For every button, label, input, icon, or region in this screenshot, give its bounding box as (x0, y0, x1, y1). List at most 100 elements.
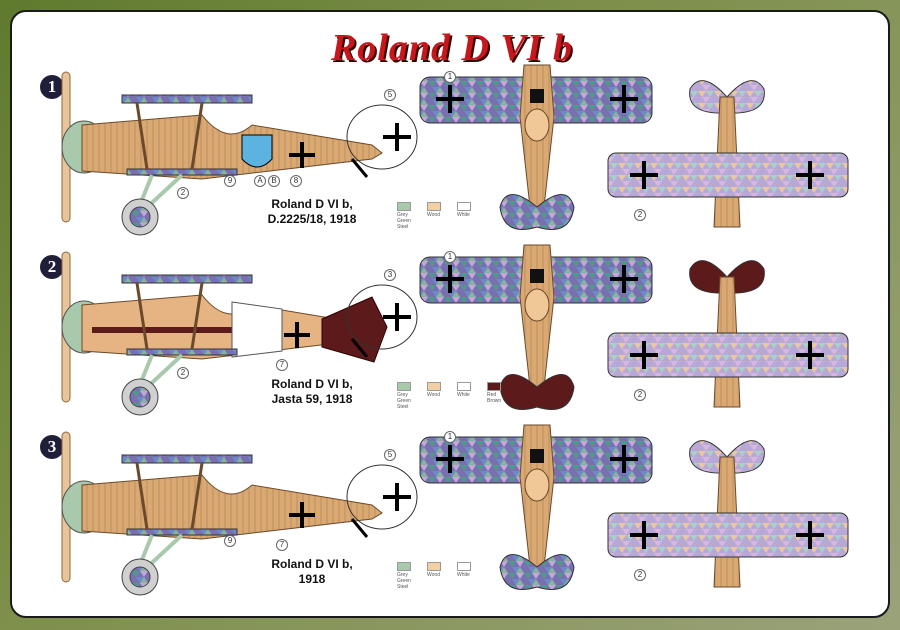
callout-bottom: 2 (634, 569, 646, 581)
upper-wing (121, 94, 253, 104)
bottom-view-2 (607, 260, 849, 408)
bottom-cross-right-v (808, 161, 812, 189)
white-band (231, 301, 283, 358)
upper-wing (121, 274, 253, 284)
legend-label: Grey Green Steel (397, 212, 411, 230)
callout-side_8: 8 (290, 175, 302, 187)
cockpit-opening (524, 108, 550, 142)
lower-wing-bottom (607, 332, 849, 378)
top-view-1 (419, 64, 653, 230)
lower-wing-bottom (607, 152, 849, 198)
lower-wing (126, 528, 238, 536)
bottom-cross-left-v (642, 161, 646, 189)
legend-swatch (457, 562, 471, 571)
legend-item: Wood (427, 202, 449, 230)
tailplane-top (499, 554, 575, 590)
callout-side_b: B (268, 175, 280, 187)
caption-line-2: 1918 (298, 572, 326, 586)
wing-cross-left-v (448, 265, 452, 293)
wheel-hub (129, 566, 151, 588)
cockpit (530, 449, 544, 463)
fin-cross-v (395, 123, 399, 151)
legend-label: White (457, 212, 470, 218)
callout-side_gear: 2 (177, 367, 189, 379)
strut-rear (190, 462, 204, 530)
color-legend-2: Grey Green Steel Wood White Red Brown (397, 382, 509, 410)
legend-swatch (487, 382, 501, 391)
wing-cross-right-v (622, 85, 626, 113)
legend-label: White (457, 392, 470, 398)
fin-outline (346, 104, 418, 170)
wheel-hub (129, 386, 151, 408)
scheme-caption-3: Roland D VI b,1918 (237, 557, 387, 587)
caption-line-1: Roland D VI b, (271, 377, 353, 391)
tail-skid (350, 158, 369, 178)
strut-rear (190, 102, 204, 170)
fuselage-stripe (92, 327, 262, 333)
fin-outline (346, 464, 418, 530)
wing-cross-left-v (448, 85, 452, 113)
legend-swatch (457, 382, 471, 391)
callout-top: 1 (444, 251, 456, 263)
callout-side_fin: 5 (384, 449, 396, 461)
legend-item: White (457, 202, 479, 230)
legend-swatch (397, 202, 411, 211)
tail-red (321, 296, 388, 363)
legend-item: Grey Green Steel (397, 202, 419, 230)
cockpit (530, 89, 544, 103)
tailplane-top (499, 194, 575, 230)
legend-label: Red Brown (487, 392, 502, 404)
legend-label: Grey Green Steel (397, 392, 411, 410)
bottom-cross-left-v (642, 521, 646, 549)
legend-label: Wood (427, 212, 440, 218)
strut-rear (190, 282, 204, 350)
legend-label: Wood (427, 392, 440, 398)
scheme-number-3: 3 (40, 435, 64, 459)
lower-wing-bottom (607, 512, 849, 558)
caption-line-2: Jasta 59, 1918 (271, 392, 353, 406)
strut-front (135, 462, 149, 530)
strut-front (135, 102, 149, 170)
bottom-cross-left-v (642, 341, 646, 369)
scheme-caption-1: Roland D VI b,D.2225/18, 1918 (237, 197, 387, 227)
fin-outline (346, 284, 418, 350)
side-view-2 (61, 251, 418, 416)
wing-cross-right-v (622, 265, 626, 293)
wing-cross-left-v (448, 445, 452, 473)
legend-swatch (457, 202, 471, 211)
bottom-cross-right-v (808, 341, 812, 369)
tail-skid (350, 338, 369, 358)
bottom-view-1 (607, 80, 849, 228)
scheme-caption-2: Roland D VI b,Jasta 59, 1918 (237, 377, 387, 407)
callout-side_fin: 3 (384, 269, 396, 281)
fin-cross-v (395, 483, 399, 511)
legend-swatch (397, 562, 411, 571)
fuselage-cross-v (295, 322, 299, 348)
caption-line-2: D.2225/18, 1918 (267, 212, 357, 226)
legend-item: Grey Green Steel (397, 562, 419, 590)
scheme-number-2: 2 (40, 255, 64, 279)
callout-side_7: 7 (276, 359, 288, 371)
legend-label: White (457, 572, 470, 578)
legend-swatch (397, 382, 411, 391)
callout-top: 1 (444, 71, 456, 83)
lower-wing (126, 348, 238, 356)
fuselage (81, 474, 383, 540)
lower-wing (126, 168, 238, 176)
unit-emblem (241, 134, 273, 168)
legend-item: White (457, 562, 479, 590)
legend-item: White (457, 382, 479, 410)
callout-side_9: 9 (224, 535, 236, 547)
sheet-title: Roland D VI b (330, 27, 574, 69)
top-view-2 (419, 244, 653, 410)
callout-side_fin: 5 (384, 89, 396, 101)
cockpit-opening (524, 288, 550, 322)
scheme-number-1: 1 (40, 75, 64, 99)
fin-cross-v (395, 303, 399, 331)
legend-item: Wood (427, 382, 449, 410)
fuselage-cross-v (300, 502, 304, 528)
legend-item: Red Brown (487, 382, 509, 410)
caption-line-1: Roland D VI b, (271, 197, 353, 211)
